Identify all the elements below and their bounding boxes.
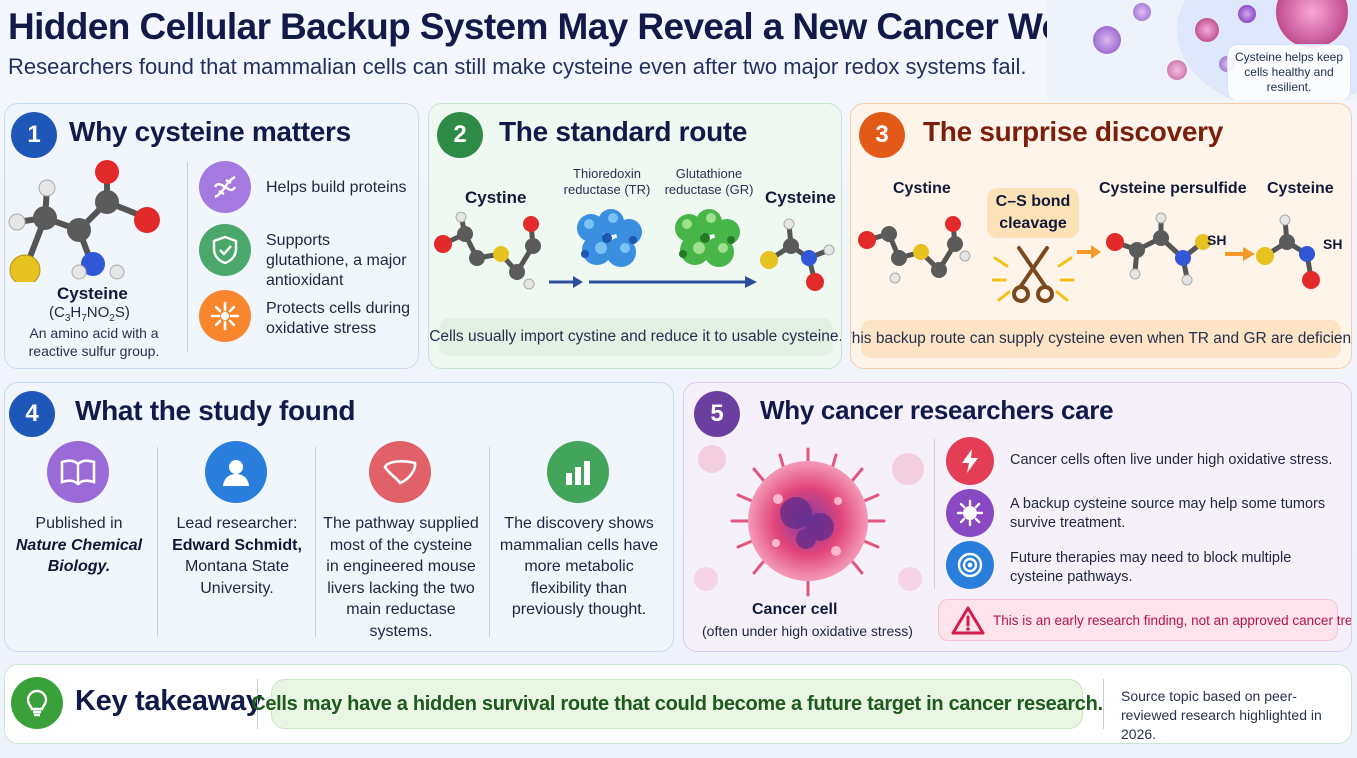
cystine-label: Cystine [465, 188, 527, 207]
cleavage-label: C–S bond cleavage [987, 188, 1079, 238]
cystine-label: Cystine [893, 180, 951, 197]
persulfide-label: Cysteine persulfide [1099, 180, 1247, 197]
source-note: Source topic based on peer-reviewed rese… [1121, 688, 1322, 742]
cysteine-label: Cysteine [765, 188, 836, 207]
step-number: 3 [859, 112, 905, 158]
panel-cancer-care: 5 Why cancer researchers care Cancer cel… [683, 382, 1352, 652]
cysteine-molecule-icon [8, 160, 160, 282]
study-significance: The discovery shows mammalian cells have… [499, 515, 659, 618]
takeaway-text: Cells may have a hidden survival route t… [251, 679, 1103, 729]
divider [489, 447, 490, 637]
bullet-text: A backup cysteine source may help some t… [1010, 496, 1326, 531]
cysteine-label: Cysteine [1267, 180, 1334, 197]
molecule-name: Cysteine [57, 284, 128, 303]
cysteine-molecule-icon [760, 218, 835, 291]
corner-note: Cysteine helps keep cells healthy and re… [1227, 44, 1351, 100]
cancer-cell-icon [694, 445, 924, 597]
page-title: Hidden Cellular Backup System May Reveal… [8, 6, 1184, 47]
virus-icon [946, 489, 994, 537]
study-pathway-finding: The pathway supplied most of the cystein… [323, 515, 479, 640]
scissors-icon [991, 246, 1075, 303]
lightning-icon [946, 437, 994, 485]
molecule-formula: (C3H7NO2S) [49, 304, 130, 324]
study-publication: Published in Nature Chemical Biology. [15, 515, 143, 575]
panel-standard-route: 2 The standard route Cystine Thioredoxin… [428, 103, 842, 369]
cystine-molecule-icon [434, 212, 541, 290]
panel-why-cysteine: 1 Why cysteine matters Cysteine (C3H7NO2… [4, 103, 419, 369]
warning-banner: This is an early research finding, not a… [938, 599, 1351, 641]
feature-text: Supports glutathione, a major antioxidan… [266, 232, 407, 289]
step-number: 1 [11, 112, 57, 158]
bullet-text: Future therapies may need to block multi… [1010, 550, 1292, 585]
panel-title: What the study found [75, 395, 356, 426]
takeaway-label: Key takeaway [75, 685, 262, 717]
feature-text: Protects cells during oxidative stress [266, 300, 411, 337]
tr-protein-icon [577, 209, 642, 267]
lightbulb-icon [11, 677, 63, 729]
discovery-note: This backup route can supply cysteine ev… [851, 320, 1351, 358]
gr-protein-icon [675, 209, 740, 267]
step-number: 2 [437, 112, 483, 158]
book-icon [47, 441, 109, 503]
cysteine-molecule-icon [1256, 214, 1320, 289]
divider [187, 162, 188, 352]
arrow-icon [1077, 245, 1101, 259]
step-number: 4 [9, 391, 55, 437]
key-takeaway-bar: Key takeaway Cells may have a hidden sur… [4, 664, 1352, 744]
panel-study-found: 4 What the study found Published in Natu… [4, 382, 674, 652]
dna-icon [199, 161, 251, 213]
divider [315, 447, 316, 637]
arrow-icon [1225, 247, 1255, 261]
tr-label: Thioredoxin reductase (TR) [563, 166, 651, 197]
panel-title: The surprise discovery [923, 116, 1223, 147]
molecule-description: An amino acid with a reactive sulfur gro… [28, 325, 160, 359]
warning-text: This is an early research finding, not a… [993, 613, 1352, 628]
cystine-molecule-icon [858, 216, 971, 284]
panel-title: Why cysteine matters [69, 116, 351, 147]
cancer-cell-label: Cancer cell [752, 601, 838, 618]
study-researcher: Lead researcher: Edward Schmidt, Montana… [172, 515, 302, 597]
divider [934, 439, 935, 589]
divider [257, 679, 258, 729]
bar-chart-icon [547, 441, 609, 503]
gr-label: Glutathione reductase (GR) [664, 166, 754, 197]
feature-text: Helps build proteins [266, 179, 407, 196]
route-note: Cells usually import cystine and reduce … [429, 318, 841, 356]
target-icon [946, 541, 994, 589]
arrow-icon [549, 276, 757, 288]
shield-icon [199, 224, 251, 276]
cell-illustration: Cysteine helps keep cells healthy and re… [1047, 0, 1357, 100]
bullet-text: Cancer cells often live under high oxida… [1010, 452, 1333, 468]
panel-title: The standard route [499, 116, 748, 147]
step-number: 5 [694, 391, 740, 437]
cancer-cell-sublabel: (often under high oxidative stress) [702, 623, 913, 639]
warning-icon [951, 606, 985, 635]
burst-icon [199, 290, 251, 342]
sh-label: SH [1207, 232, 1227, 248]
liver-icon [369, 441, 431, 503]
sh-label: SH [1323, 236, 1343, 252]
persulfide-molecule-icon [1106, 212, 1211, 286]
divider [1103, 679, 1104, 729]
person-icon [205, 441, 267, 503]
panel-surprise-discovery: 3 The surprise discovery Cystine C–S bon… [850, 103, 1352, 369]
divider [157, 447, 158, 637]
page-subtitle: Researchers found that mammalian cells c… [8, 54, 1027, 79]
panel-title: Why cancer researchers care [760, 395, 1114, 425]
